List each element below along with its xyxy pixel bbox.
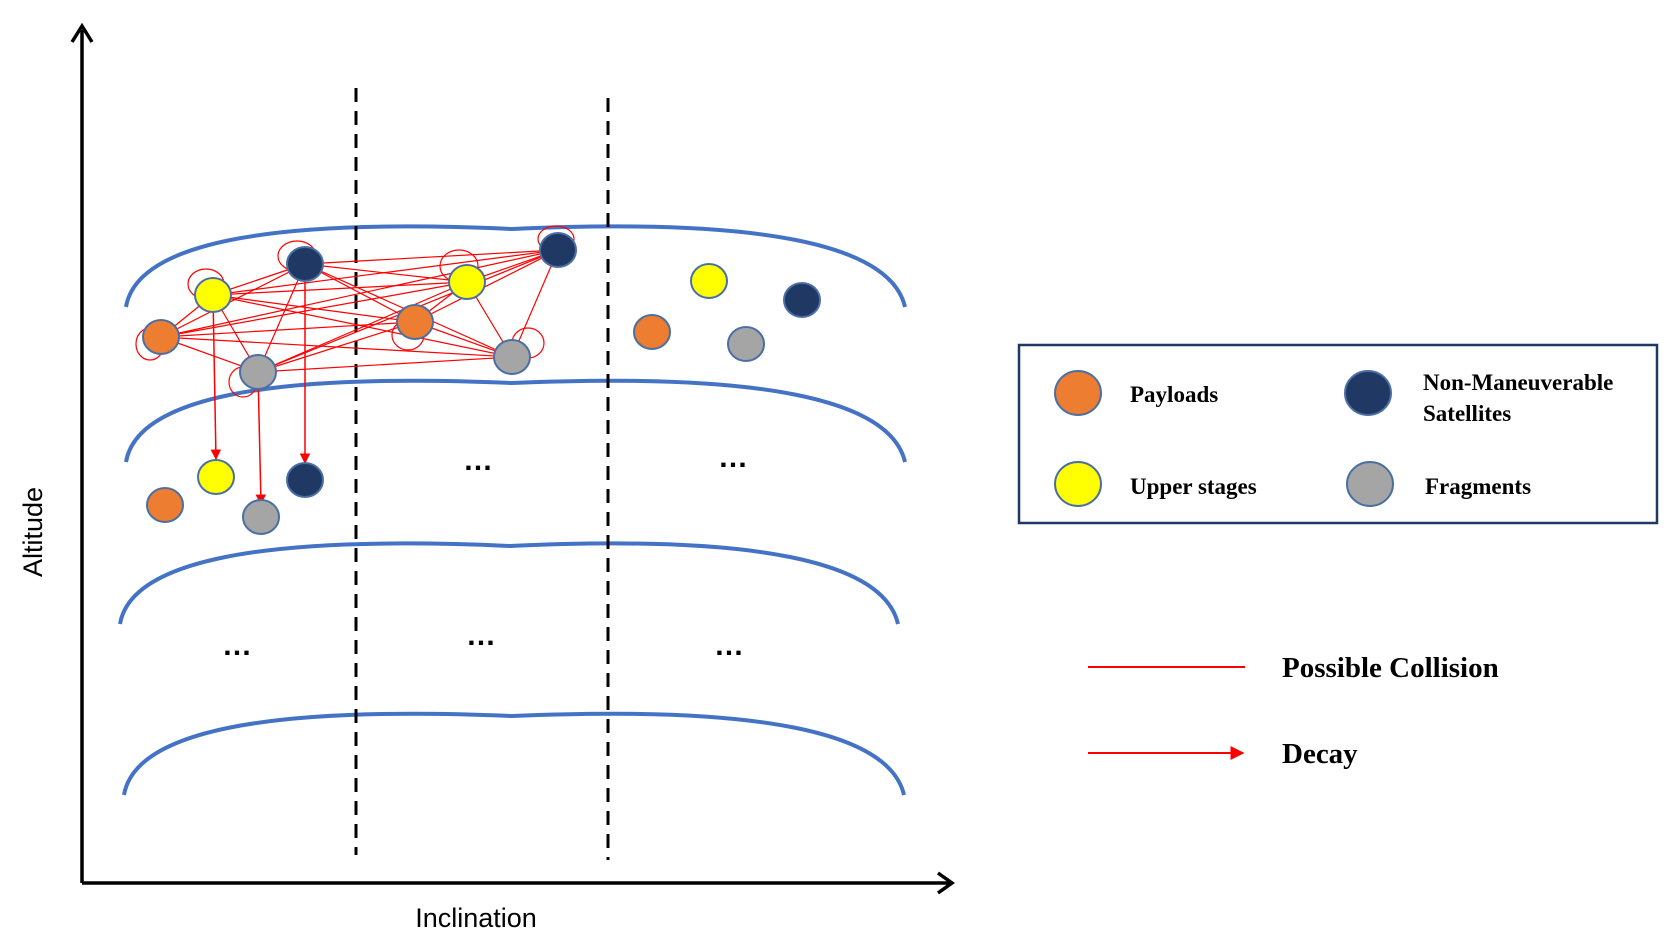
legend-payload-icon bbox=[1054, 370, 1102, 416]
decay-arrow bbox=[255, 371, 267, 506]
ellipsis-shell3-bin2: … bbox=[466, 619, 498, 652]
ellipsis-shell2-bin3: … bbox=[718, 441, 750, 474]
objects-shell2-bin1 bbox=[146, 459, 324, 535]
legend-fragment-label: Fragments bbox=[1425, 474, 1531, 499]
decay-arrows bbox=[210, 264, 311, 506]
altitude-shell-2 bbox=[124, 378, 907, 463]
link-legend: Possible Collision Decay bbox=[1088, 652, 1499, 770]
altitude-shell-3 bbox=[118, 541, 900, 625]
upper-stage-object bbox=[690, 263, 728, 299]
altitude-shell-1 bbox=[124, 224, 907, 308]
x-axis-label: Inclination bbox=[415, 903, 537, 933]
legend-fragment-icon bbox=[1346, 461, 1394, 507]
legend-box bbox=[1017, 343, 1659, 525]
decay-arrow bbox=[210, 294, 222, 461]
non-maneuverable-object bbox=[539, 232, 577, 268]
legend-non-maneuverable-label-line1: Non-Maneuverable bbox=[1423, 370, 1613, 395]
legend-upper-stage-label: Upper stages bbox=[1130, 474, 1257, 499]
upper-stage-object bbox=[448, 264, 486, 300]
payload-object bbox=[633, 314, 671, 350]
non-maneuverable-object bbox=[286, 462, 324, 498]
legend-non-maneuverable-icon bbox=[1344, 370, 1392, 416]
altitude-shell-4 bbox=[122, 711, 906, 796]
ellipsis-shell2-bin2: … bbox=[463, 444, 495, 477]
legend-upper-stage-icon bbox=[1054, 461, 1102, 507]
y-axis-arrowhead bbox=[70, 22, 94, 43]
fragment-object bbox=[242, 499, 280, 535]
x-axis-arrowhead bbox=[936, 871, 956, 895]
legend-payload-label: Payloads bbox=[1130, 382, 1218, 407]
ellipsis-shell3-bin3: … bbox=[714, 629, 746, 662]
upper-stage-object bbox=[194, 277, 232, 313]
fragment-object bbox=[727, 326, 765, 362]
payload-object bbox=[142, 319, 180, 355]
ellipsis-shell3-bin1: … bbox=[222, 629, 254, 662]
y-axis-label: Altitude bbox=[18, 487, 48, 577]
legend-decay-label: Decay bbox=[1282, 738, 1358, 770]
objects-shell1-bin1 bbox=[142, 232, 577, 390]
legend-non-maneuverable-label-line2: Satellites bbox=[1423, 401, 1511, 426]
objects-shell1-bin3 bbox=[633, 263, 821, 362]
object-legend: Payloads Non-Maneuverable Satellites Upp… bbox=[1017, 343, 1659, 525]
upper-stage-object bbox=[197, 459, 235, 495]
payload-object bbox=[146, 487, 184, 523]
non-maneuverable-object bbox=[783, 282, 821, 318]
fragment-object bbox=[239, 354, 277, 390]
inclination-dividers bbox=[354, 88, 610, 860]
legend-collision-label: Possible Collision bbox=[1282, 652, 1499, 684]
altitude-shells bbox=[118, 224, 907, 796]
continuation-dots: … … … … … bbox=[222, 441, 750, 662]
payload-object bbox=[396, 304, 434, 340]
axes: Inclination Altitude bbox=[18, 22, 956, 933]
non-maneuverable-object bbox=[286, 246, 324, 282]
fragment-object bbox=[493, 339, 531, 375]
